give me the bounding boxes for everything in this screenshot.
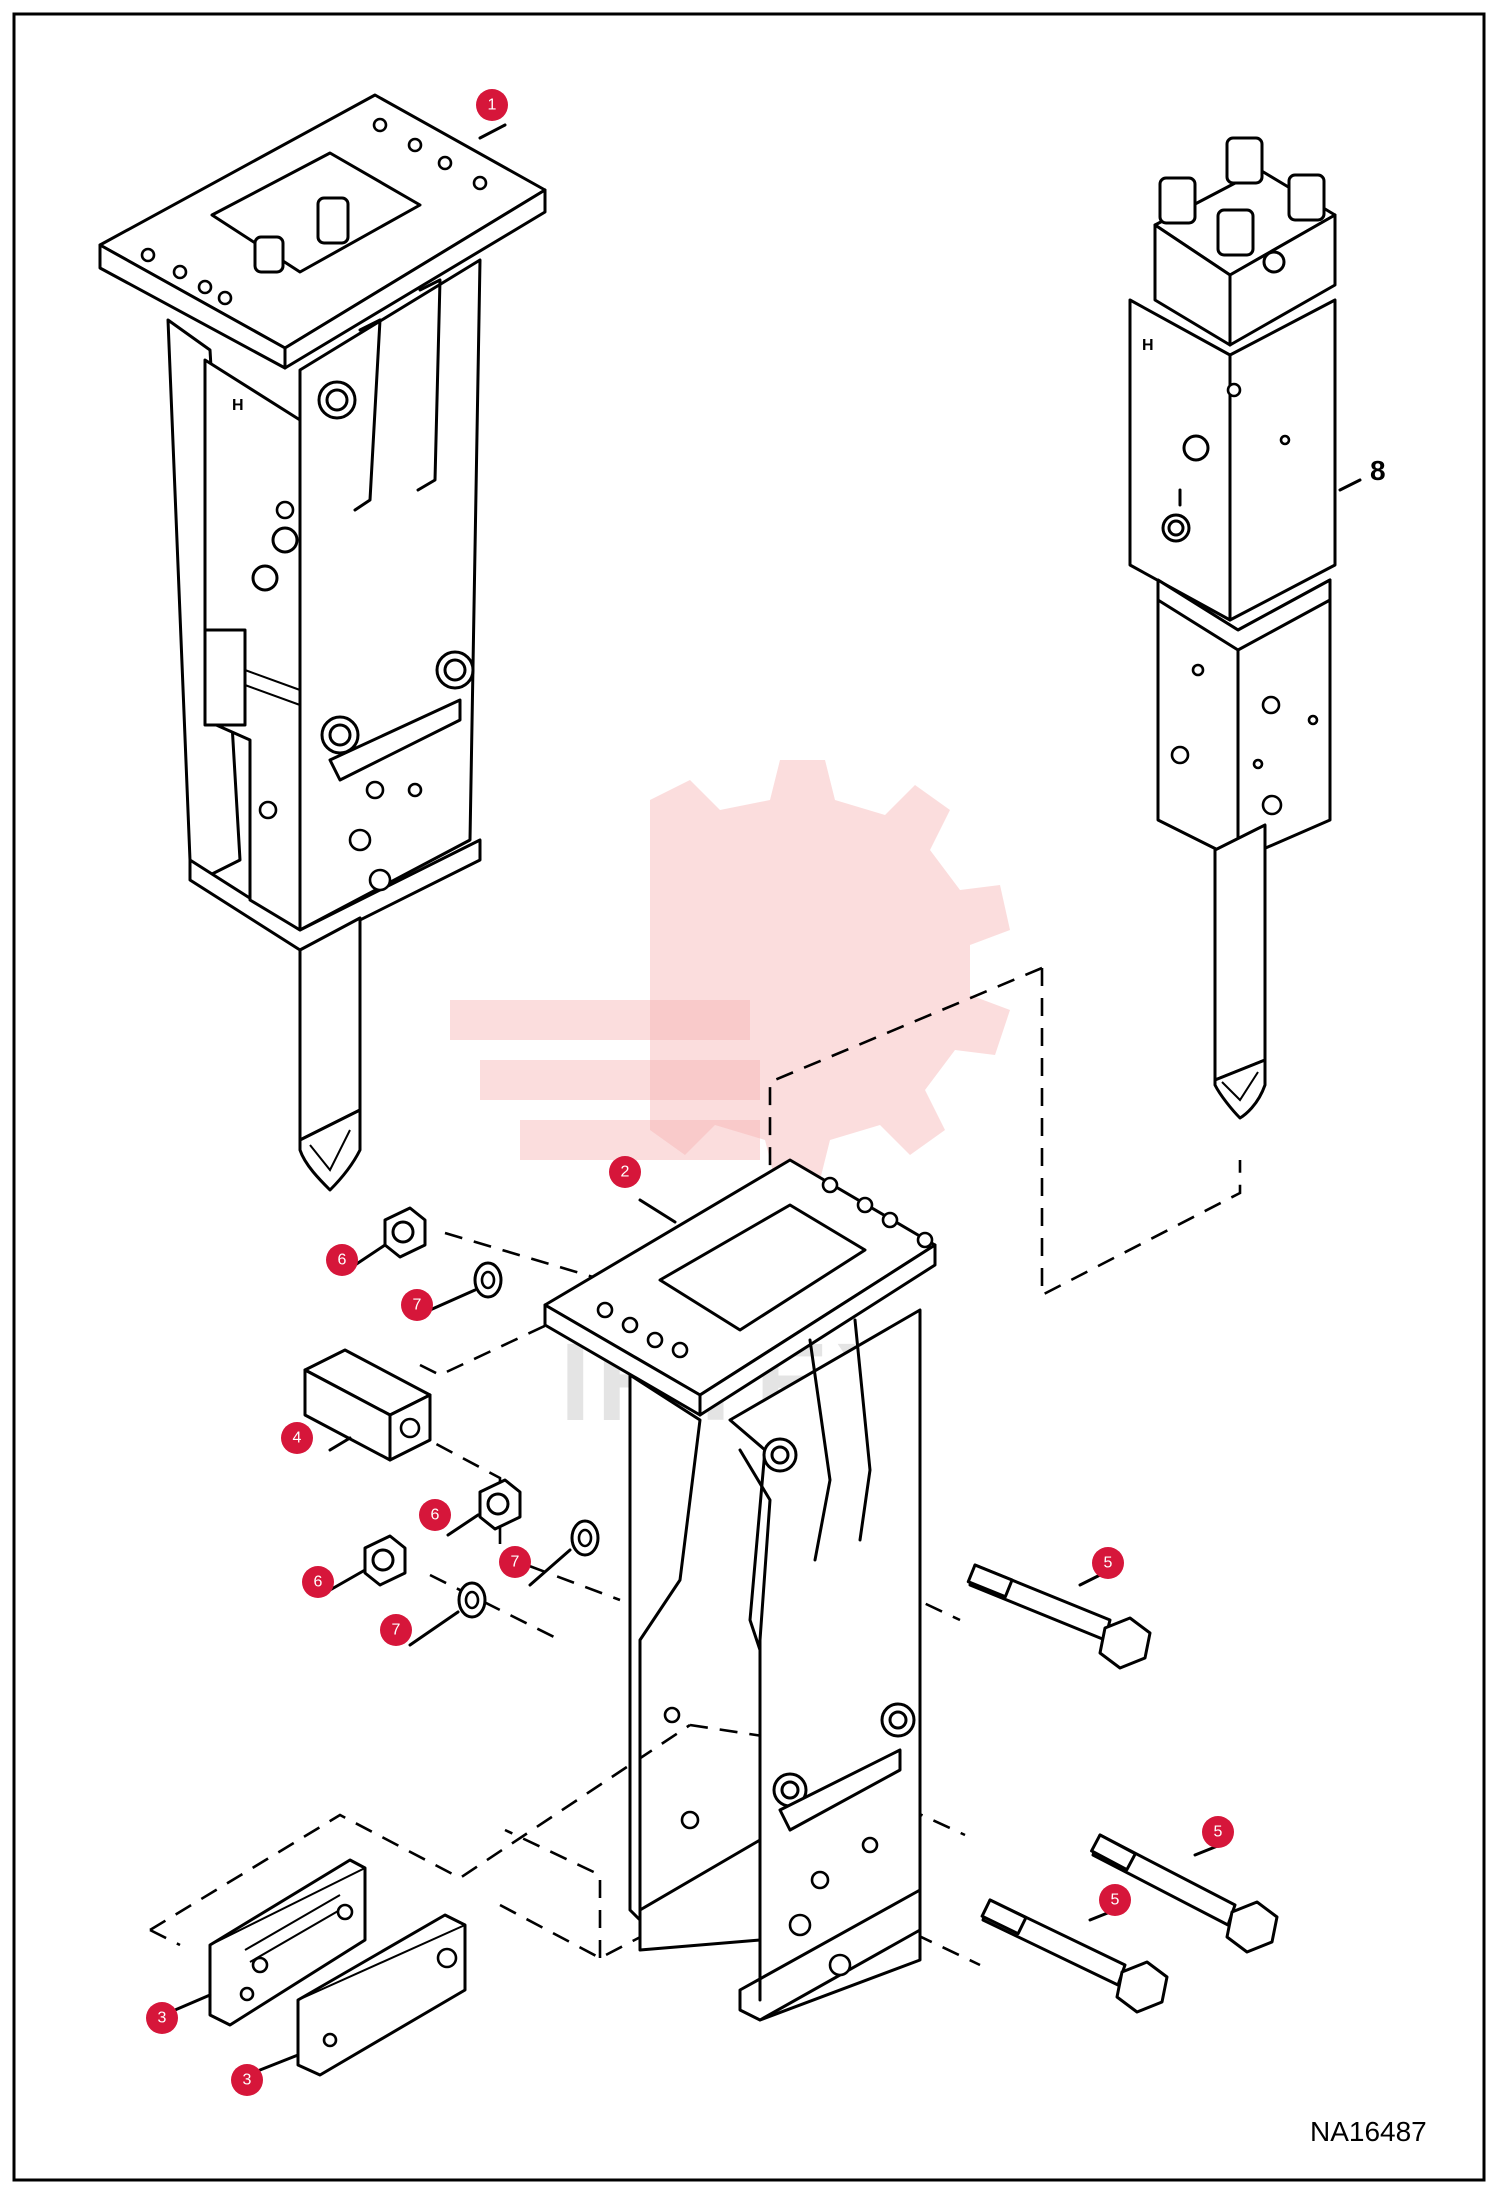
svg-text:4: 4 [293,1430,302,1447]
mounting-bracket [543,1158,937,2022]
diagram-frame [12,12,1486,2182]
svg-text:5: 5 [1104,1555,1113,1572]
callout-5a: 5 [1078,1547,1124,1587]
callout-1: 1 [476,89,508,140]
callout-6c: 6 [302,1566,367,1598]
breaker-with-bracket: H [98,93,547,1192]
bolt-upper [966,1563,1152,1670]
breaker-assembly: H [1128,136,1337,1120]
svg-text:1: 1 [488,97,497,114]
svg-text:5: 5 [1111,1892,1120,1909]
washer-lower [457,1581,487,1619]
svg-text:6: 6 [431,1507,440,1524]
callout-4: 4 [281,1422,352,1454]
callout-7c: 7 [380,1610,460,1647]
wear-plate-left [208,1858,367,2027]
body-mark-h: H [232,397,244,414]
callout-6a: 6 [326,1243,387,1276]
svg-text:6: 6 [314,1574,323,1591]
nut-top [383,1206,427,1259]
nut-lower [363,1534,407,1587]
assembly-mark-h: H [1142,337,1154,354]
svg-text:7: 7 [392,1622,401,1639]
callout-3a: 3 [146,1993,212,2034]
bolt-lower-left [980,1898,1169,2014]
callout-3b: 3 [231,2053,300,2096]
callout-2: 2 [609,1156,677,1224]
leader-item8 [1338,478,1362,492]
svg-text:3: 3 [158,2010,167,2027]
callout-7b: 7 [499,1546,572,1587]
watermark-logo [450,760,1010,1180]
svg-text:6: 6 [338,1252,347,1269]
callout-7a: 7 [401,1288,477,1321]
svg-text:2: 2 [621,1164,630,1181]
callout-6b: 6 [419,1499,480,1537]
spacer-block [303,1348,432,1462]
callout-5b: 5 [1193,1816,1234,1857]
svg-text:3: 3 [243,2072,252,2089]
svg-text:5: 5 [1214,1824,1223,1841]
nut-middle [478,1478,522,1531]
callout-5c: 5 [1088,1884,1131,1922]
svg-text:7: 7 [413,1297,422,1314]
svg-text:7: 7 [511,1554,520,1571]
label-item8: 8 [1370,455,1386,486]
bolt-lower-right [1090,1833,1279,1954]
figure-code: NA16487 [1310,2116,1427,2147]
wear-plate-right [296,1913,467,2077]
washer-middle [570,1519,600,1557]
washer-top [473,1261,503,1299]
